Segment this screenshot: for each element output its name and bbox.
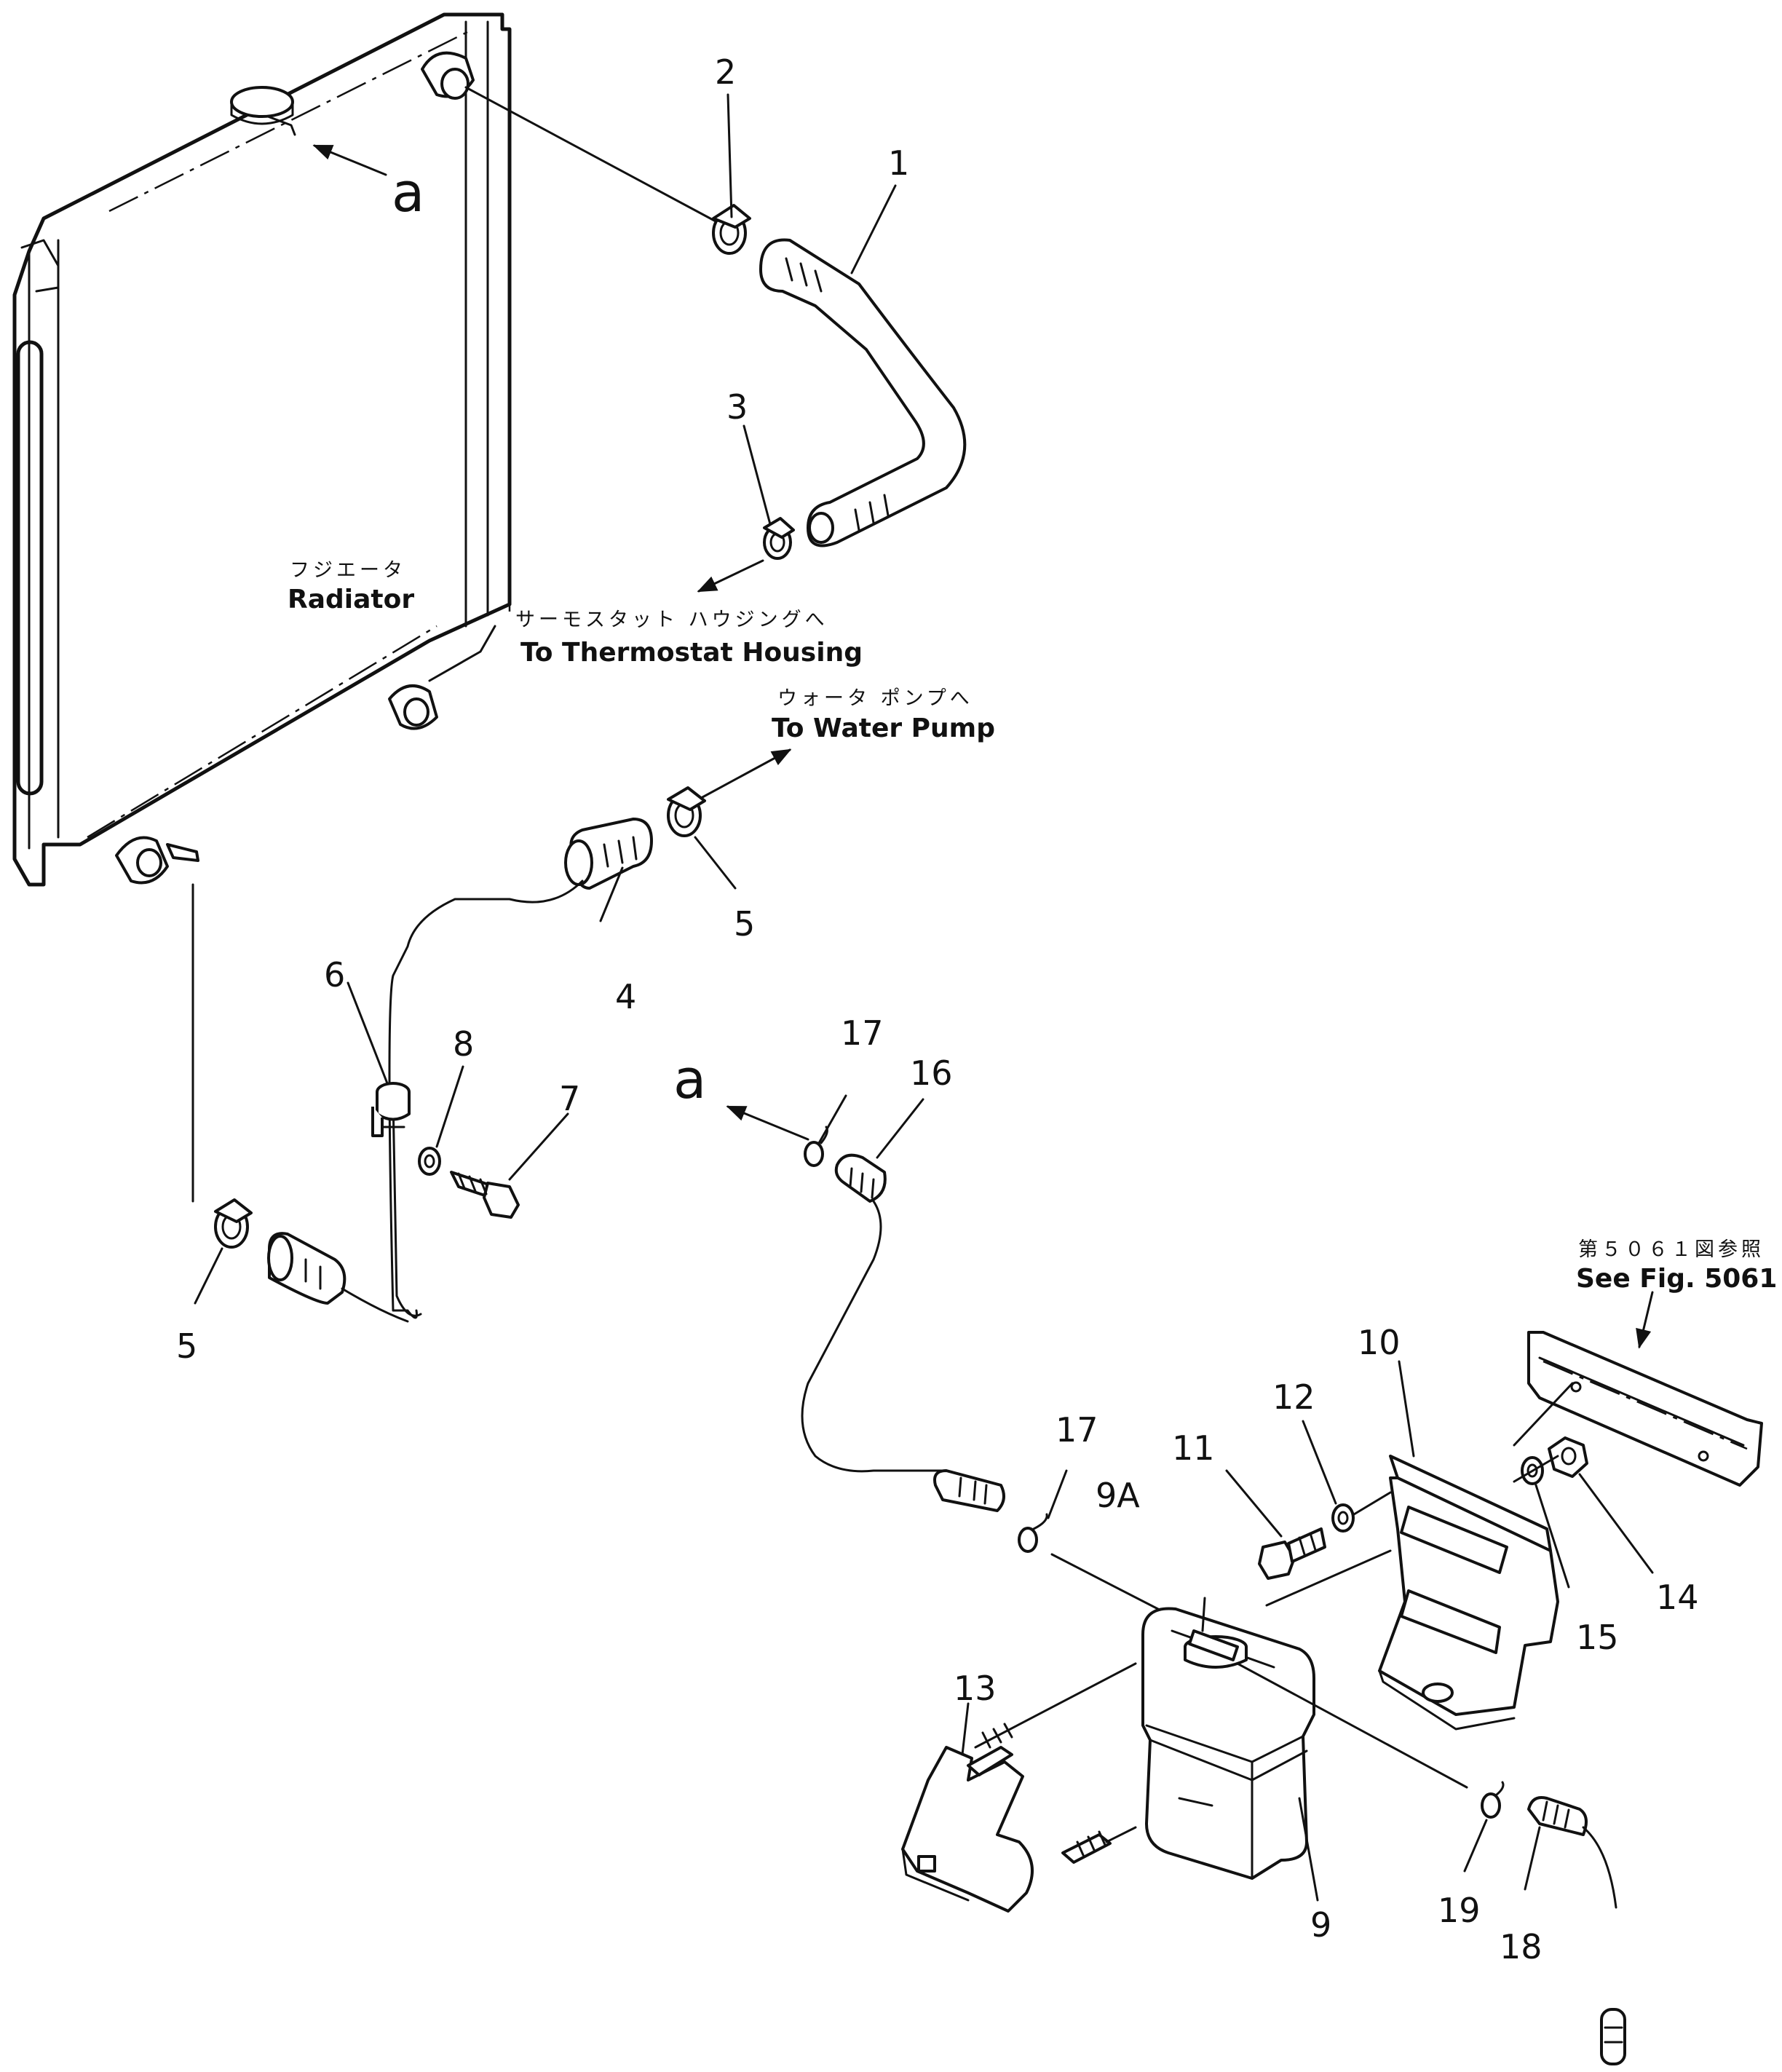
clip-19 bbox=[1481, 1781, 1505, 1819]
leader-6 bbox=[346, 981, 389, 1085]
tank-centerline bbox=[1236, 1662, 1468, 1789]
clamp-5-lower bbox=[214, 1198, 253, 1249]
callout-4: 4 bbox=[615, 977, 636, 1016]
arrow-a-mid bbox=[726, 1105, 809, 1141]
thermostat-label-en: To Thermostat Housing bbox=[520, 638, 863, 668]
leader-13 bbox=[961, 1702, 970, 1756]
clip-17-upper bbox=[804, 1126, 828, 1167]
callout-17-upper: 17 bbox=[841, 1013, 884, 1053]
seefig-label-jp: 第５０６１図参照 bbox=[1578, 1238, 1765, 1261]
hose-16 bbox=[834, 1153, 887, 1203]
callout-9: 9 bbox=[1310, 1905, 1331, 1945]
frame-member bbox=[1513, 1331, 1763, 1487]
callout-14: 14 bbox=[1656, 1578, 1699, 1617]
leader-18 bbox=[1524, 1826, 1541, 1891]
washer-8 bbox=[418, 1147, 441, 1176]
callout-7: 7 bbox=[559, 1079, 580, 1118]
lower-pipe bbox=[388, 879, 584, 1319]
upper-hose-1 bbox=[759, 238, 967, 547]
overflow-tube bbox=[801, 1200, 948, 1473]
leader-15 bbox=[1534, 1484, 1570, 1589]
arrow-water-pump bbox=[701, 748, 792, 799]
leader-5-upper bbox=[694, 836, 737, 890]
bolt-7 bbox=[450, 1171, 520, 1219]
callout-6: 6 bbox=[324, 955, 345, 995]
callout-9a: 9A bbox=[1096, 1476, 1140, 1515]
bracket-13 bbox=[901, 1662, 1137, 1913]
callout-5-lower: 5 bbox=[176, 1326, 197, 1366]
leader-7 bbox=[508, 1112, 569, 1181]
leader-2 bbox=[726, 93, 733, 218]
clip-17-lower bbox=[1018, 1513, 1048, 1553]
callout-1: 1 bbox=[888, 143, 909, 183]
arrow-see-fig bbox=[1636, 1291, 1654, 1349]
clamp-3 bbox=[763, 517, 795, 560]
washer-12 bbox=[1331, 1503, 1355, 1533]
clamp-5-upper bbox=[667, 786, 706, 837]
filler-cap bbox=[230, 86, 296, 136]
upper-outlet bbox=[421, 51, 475, 100]
leader-9a bbox=[1201, 1597, 1206, 1632]
callout-8: 8 bbox=[453, 1024, 474, 1064]
bolt-line bbox=[1353, 1491, 1392, 1516]
radiator-drawing bbox=[12, 12, 512, 887]
callout-10: 10 bbox=[1358, 1323, 1401, 1362]
ref-arrow-a-top bbox=[312, 144, 387, 176]
leader-14 bbox=[1578, 1473, 1654, 1574]
leader-10 bbox=[1398, 1360, 1415, 1458]
leader-12 bbox=[1302, 1420, 1337, 1505]
ref-a-top: a bbox=[392, 162, 424, 224]
leader-5-lower bbox=[194, 1247, 223, 1305]
lower-pipe-tail bbox=[392, 1098, 422, 1317]
lower-outlet bbox=[388, 625, 496, 730]
lower-left-outlet bbox=[115, 836, 199, 885]
bolt-11 bbox=[1258, 1527, 1326, 1580]
callout-11: 11 bbox=[1172, 1428, 1215, 1468]
leader-4 bbox=[599, 866, 624, 922]
callout-17-lower: 17 bbox=[1056, 1410, 1098, 1450]
callout-13: 13 bbox=[954, 1669, 997, 1708]
callout-5-upper: 5 bbox=[734, 904, 755, 944]
radiator-label-en: Radiator bbox=[288, 585, 414, 614]
radiator-label-jp: フジエータ bbox=[290, 559, 406, 582]
callout-18: 18 bbox=[1500, 1927, 1543, 1966]
leader-17-upper bbox=[817, 1094, 847, 1144]
hose-18 bbox=[1527, 1796, 1626, 2065]
waterpump-label-en: To Water Pump bbox=[772, 713, 995, 743]
reserve-tank-9 bbox=[1141, 1607, 1315, 1880]
callout-2: 2 bbox=[715, 52, 736, 92]
tank-to-bracket-line bbox=[1265, 1549, 1392, 1607]
leader-9 bbox=[1298, 1797, 1319, 1902]
bracket-10 bbox=[1378, 1455, 1559, 1731]
lower-hose bbox=[267, 1232, 409, 1323]
thermostat-label-jp: サーモスタット ハウジングへ bbox=[515, 609, 828, 631]
callout-16: 16 bbox=[910, 1053, 953, 1093]
waterpump-label-jp: ウォータ ポンプへ bbox=[777, 687, 973, 710]
nut-14 bbox=[1548, 1436, 1588, 1478]
leader-19 bbox=[1463, 1819, 1488, 1873]
callout-19: 19 bbox=[1438, 1891, 1481, 1930]
clip-6 bbox=[371, 1082, 411, 1137]
arrow-thermostat bbox=[697, 559, 764, 593]
leader-16 bbox=[876, 1098, 924, 1159]
callout-15: 15 bbox=[1576, 1618, 1619, 1657]
washer-line bbox=[1513, 1455, 1559, 1483]
leader-11 bbox=[1225, 1469, 1283, 1538]
hose-end bbox=[933, 1469, 1005, 1512]
seefig-label-en: See Fig. 5061 bbox=[1576, 1264, 1777, 1294]
tank-cap-9a bbox=[1184, 1629, 1248, 1669]
callout-3: 3 bbox=[726, 387, 748, 427]
callout-12: 12 bbox=[1272, 1377, 1315, 1417]
leader-17-lower bbox=[1047, 1469, 1068, 1519]
leader-8 bbox=[435, 1065, 464, 1148]
ref-a-mid: a bbox=[673, 1048, 706, 1111]
leader-3 bbox=[742, 424, 772, 526]
leader-1 bbox=[850, 184, 897, 274]
hose-4 bbox=[564, 818, 653, 890]
callout-numbers: 2 1 3 5 4 6 8 7 5 17 16 10 12 11 17 9A 1… bbox=[176, 52, 1699, 1966]
leader-upper-hose bbox=[464, 86, 718, 224]
